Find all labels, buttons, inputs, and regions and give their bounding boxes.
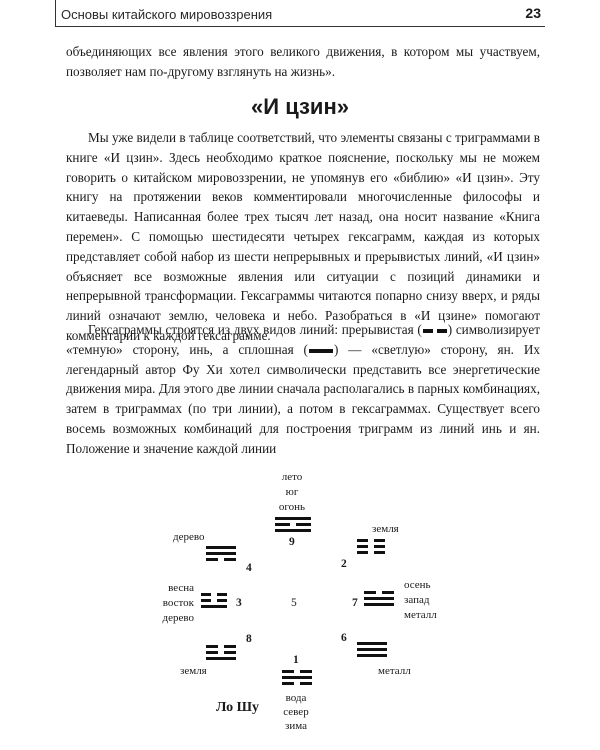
trigram-9-label-1: лето <box>281 471 303 483</box>
trigram-8-labels: земля <box>180 664 207 679</box>
broken-line-icon <box>422 328 447 333</box>
trigram-3-label-1: весна <box>168 582 194 594</box>
trigram-7-labels: осень запад металл <box>404 578 437 623</box>
trigram-4-number: 4 <box>246 562 252 574</box>
paragraph-2-part-b: ) символизирует «темную» сторону, инь, а… <box>66 322 540 357</box>
trigram-9-label-2: юг <box>285 486 299 498</box>
trigram-1-number: 1 <box>293 654 299 666</box>
trigram-8-symbol <box>206 645 236 663</box>
trigram-9-symbol <box>275 517 311 535</box>
trigram-2-labels: земля <box>372 522 399 537</box>
trigram-3-label-3: дерево <box>162 612 194 624</box>
header-rule <box>55 26 545 27</box>
paragraph-1-text: Мы уже видели в таблице соответствий, чт… <box>66 130 540 343</box>
trigram-7-label-3: металл <box>404 609 437 621</box>
trigram-4-symbol <box>206 546 236 564</box>
trigram-4-label-1: дерево <box>173 531 205 543</box>
intro-paragraph: объединяющих все явления этого великого … <box>66 42 540 82</box>
solid-line-icon <box>308 348 333 353</box>
trigram-2-number: 2 <box>341 558 347 570</box>
trigram-3-labels: весна восток дерево <box>148 581 194 626</box>
paragraph-2: Гексаграммы строятся из двух видов линий… <box>66 320 540 459</box>
trigram-9-labels: лето юг огонь <box>262 470 322 515</box>
trigram-6-label-1: металл <box>378 665 411 677</box>
trigram-2-symbol <box>357 539 385 557</box>
trigram-1-label-1: вода <box>285 692 307 704</box>
paragraph-1: Мы уже видели в таблице соответствий, чт… <box>66 128 540 346</box>
trigram-8-number: 8 <box>246 633 252 645</box>
trigram-7-label-2: запад <box>404 594 430 606</box>
trigram-9-number: 9 <box>289 536 295 548</box>
trigram-3-symbol <box>201 593 227 611</box>
paragraph-2-part-a: Гексаграммы строятся из двух видов линий… <box>88 322 422 337</box>
header-title: Основы китайского мировоззрения <box>61 7 273 22</box>
trigram-9-label-3: огонь <box>278 501 306 513</box>
trigram-7-label-1: осень <box>404 579 431 591</box>
trigram-6-number: 6 <box>341 632 347 644</box>
trigram-7-symbol <box>364 591 394 609</box>
trigram-2-label-1: земля <box>372 523 399 535</box>
center-number: 5 <box>291 597 297 609</box>
trigram-8-label-1: земля <box>180 665 207 677</box>
trigram-1-labels: вода север зима <box>266 691 326 733</box>
trigram-1-label-2: север <box>283 706 309 718</box>
trigram-4-labels: дерево <box>173 530 204 545</box>
diagram-title: Ло Шу <box>216 700 259 715</box>
trigram-3-number: 3 <box>236 597 242 609</box>
trigram-6-labels: металл <box>378 664 411 679</box>
trigram-7-number: 7 <box>352 597 358 609</box>
section-heading: «И цзин» <box>251 94 349 119</box>
page-number: 23 <box>525 5 541 21</box>
trigram-6-symbol <box>357 642 387 660</box>
trigram-1-symbol <box>282 670 312 688</box>
trigram-1-label-3: зима <box>285 720 307 732</box>
paragraph-2-part-c: ) — «светлую» сторону, ян. Их легендарны… <box>66 341 540 456</box>
running-header: Основы китайского мировоззрения 23 <box>55 0 545 27</box>
header-left-rule <box>55 0 56 26</box>
paragraph-2-text: Гексаграммы строятся из двух видов линий… <box>66 320 540 459</box>
intro-text: объединяющих все явления этого великого … <box>66 44 540 79</box>
trigram-3-label-2: восток <box>162 597 194 609</box>
